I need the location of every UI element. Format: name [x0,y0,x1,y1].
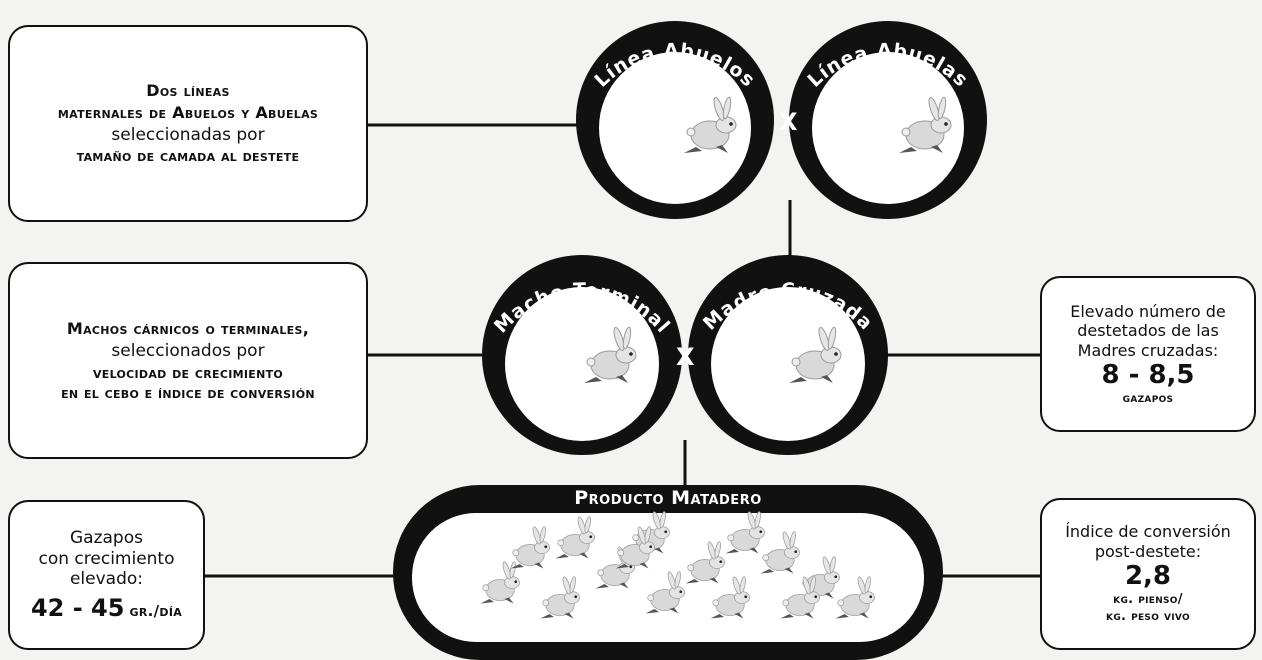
product-pill [393,485,943,660]
cross-symbol-top: X [779,108,798,136]
connector-lines [205,123,1040,578]
weaned-line1: Elevado número de [1070,302,1226,322]
terminal-males-box: Machos cárnicos o terminales, selecciona… [8,262,368,459]
weaned-number-box: Elevado número de destetados de las Madr… [1040,276,1256,432]
conversion-index-box: Índice de conversión post-destete: 2,8 k… [1040,498,1256,650]
growth-unit: gr./día [129,601,183,620]
weaned-line3: Madres cruzadas: [1077,340,1219,360]
weaned-line2: destetados de las [1077,321,1219,341]
circle-madre-cruzada: Madre Cruzada [688,255,888,455]
grandparents-line3: seleccionadas por [111,124,265,145]
growth-rate-box: Gazapos con crecimiento elevado: 42 - 45… [8,500,205,650]
grandparents-line2: maternales de Abuelos y Abuelas [57,102,319,122]
grandparents-line1: Dos líneas [146,81,230,101]
terminal-line4: en el cebo e índice de conversión [61,383,315,402]
growth-line2: con crecimiento [38,548,175,569]
conversion-value: 2,8 [1124,560,1172,591]
growth-line3: elevado: [69,569,144,590]
terminal-line1: Machos cárnicos o terminales, [66,318,310,338]
cross-symbol-middle: X [676,343,695,371]
terminal-line2: seleccionados por [111,340,265,361]
grandparent-lines-box: Dos líneas maternales de Abuelos y Abuel… [8,25,368,222]
weaned-unit: gazapos [1122,390,1174,406]
weaned-value: 8 - 8,5 [1101,359,1195,390]
product-label: Producto Matadero [574,487,762,509]
circle-macho-terminal: Macho Terminal [482,255,682,455]
growth-value: 42 - 45 [30,593,125,622]
circle-linea-abuelas: Línea Abuelas [789,21,987,219]
grandparents-line4: tamaño de camada al destete [76,147,300,166]
growth-line1: Gazapos [70,528,143,549]
conversion-line1: Índice de conversión [1065,522,1231,542]
conversion-unit2: kg. peso vivo [1106,608,1190,624]
conversion-unit1: kg. pienso/ [1113,591,1183,607]
conversion-line2: post-destete: [1094,541,1202,561]
terminal-line3: velocidad de crecimiento [92,363,284,382]
circle-linea-abuelos: Línea Abuelos [576,21,774,219]
